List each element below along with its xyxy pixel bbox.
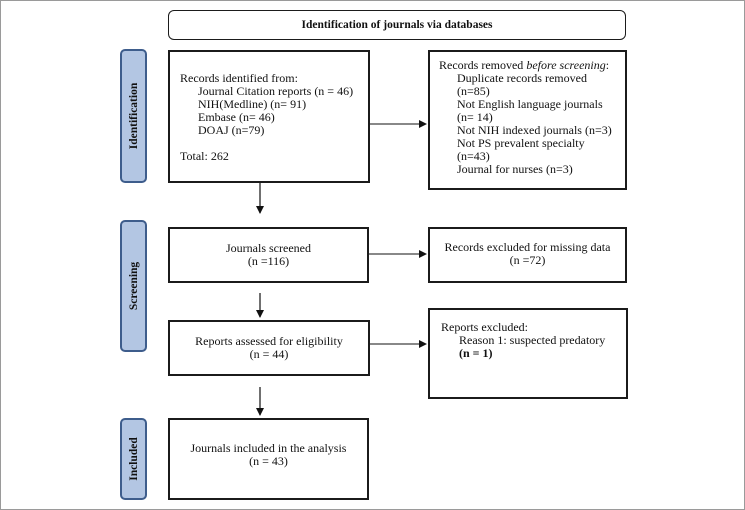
included-count: (n = 43) (249, 454, 288, 468)
reports-excluded-count: (n = 1) (459, 346, 493, 360)
removed-item: Duplicate records removed (457, 71, 587, 85)
stage-identification: Identification (120, 49, 147, 183)
stage-screening: Screening (120, 220, 147, 352)
removed-item: Not PS prevalent specialty (457, 136, 585, 150)
identified-source: Journal Citation reports (n = 46) (198, 84, 354, 98)
screened-count: (n =116) (247, 254, 290, 268)
removed-item: (n=43) (457, 149, 490, 163)
header-title-box: Identification of journals via databases (168, 10, 626, 40)
screened-label: Journals screened (226, 241, 311, 255)
assessed-count: (n = 44) (249, 347, 289, 361)
reports-excluded-reason: Reason 1: suspected predatory (459, 333, 606, 347)
reports-assessed-box: Reports assessed for eligibility (n = 44… (168, 320, 370, 376)
identified-total: Total: 262 (180, 149, 229, 163)
records-removed-box: Records removed before screening: Duplic… (428, 50, 627, 190)
reports-excluded-box: Reports excluded: Reason 1: suspected pr… (428, 308, 628, 399)
records-excluded-box: Records excluded for missing data (n =72… (428, 227, 627, 283)
excluded-missing-label: Records excluded for missing data (444, 240, 611, 254)
header-title: Identification of journals via databases (301, 18, 493, 31)
journals-screened-box: Journals screened (n =116) (168, 227, 369, 283)
identified-source: Embase (n= 46) (198, 110, 275, 124)
excluded-missing-count: (n =72) (509, 253, 546, 267)
removed-item: (n=85) (457, 84, 490, 98)
removed-item: (n= 14) (457, 110, 493, 124)
removed-heading: Records removed before screening: (439, 58, 610, 72)
stage-included: Included (120, 418, 147, 500)
records-identified-box: Records identified from: Journal Citatio… (168, 50, 370, 183)
identified-source: NIH(Medline) (n= 91) (198, 97, 307, 111)
assessed-label: Reports assessed for eligibility (195, 334, 343, 348)
removed-item: Not English language journals (457, 97, 603, 111)
journals-included-box: Journals included in the analysis (n = 4… (168, 418, 369, 500)
removed-item: Journal for nurses (n=3) (457, 162, 573, 176)
identified-heading: Records identified from: (180, 71, 298, 85)
included-label: Journals included in the analysis (190, 441, 347, 455)
removed-item: Not NIH indexed journals (n=3) (457, 123, 612, 137)
identified-source: DOAJ (n=79) (198, 123, 265, 137)
reports-excluded-heading: Reports excluded: (441, 320, 528, 334)
